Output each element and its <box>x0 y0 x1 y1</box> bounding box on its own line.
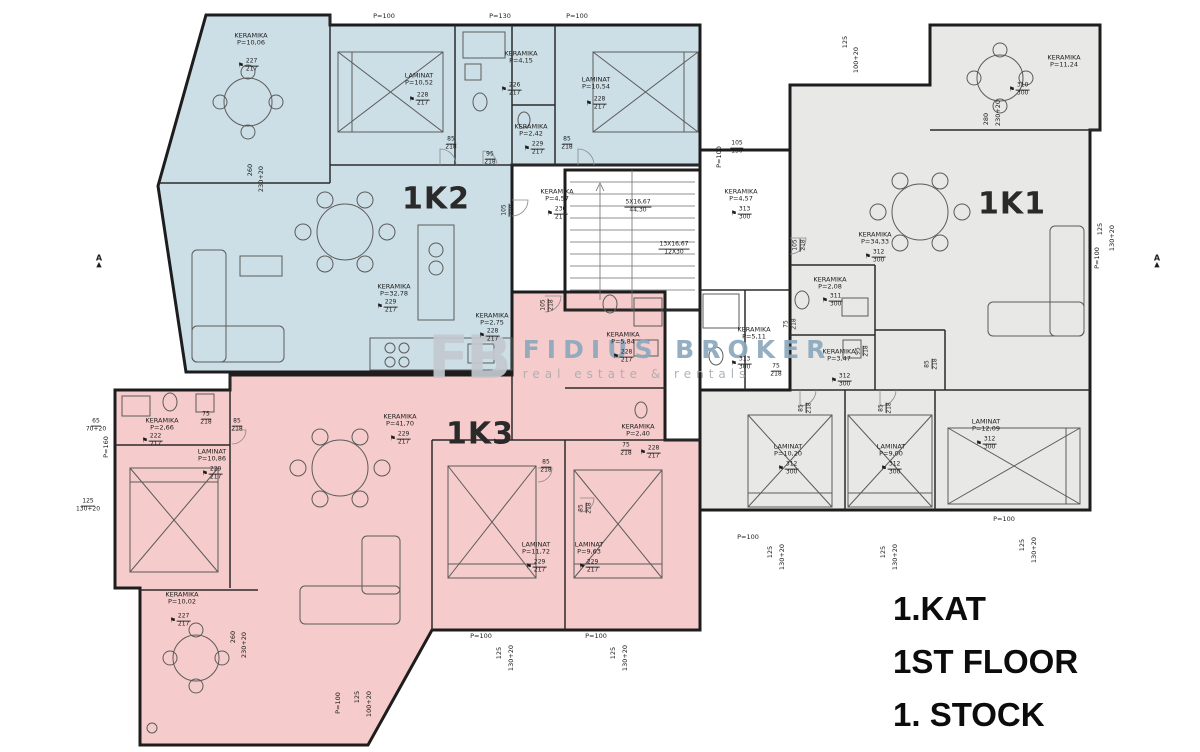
watermark-text: FIDIUS BROKER real estate & rentals <box>523 335 833 381</box>
apartment-1k1-zone <box>700 25 1100 510</box>
watermark-name: FIDIUS BROKER <box>522 335 833 364</box>
door-swings <box>231 148 897 513</box>
fidius-broker-logo: FB <box>428 323 512 393</box>
floor-title-kat: 1.KAT <box>893 590 986 627</box>
furniture-1k2 <box>191 31 699 371</box>
floor-title-floor: 1ST FLOOR <box>893 642 1079 680</box>
furniture-1k1 <box>702 42 1085 508</box>
watermark-tagline: real estate & rentals <box>522 367 751 381</box>
apartment-1k3-zone <box>115 292 700 745</box>
apartment-zones <box>115 15 1100 745</box>
apartment-1k2-zone <box>158 15 700 372</box>
stair-direction-arrow <box>595 182 605 300</box>
floor-title-stock: 1. STOCK <box>893 695 1045 733</box>
floor-title: 1.KAT 1ST FLOOR 1. STOCK <box>893 583 1078 741</box>
stairwell-walls <box>563 168 702 312</box>
interior-walls <box>115 15 1100 630</box>
watermark: FB FIDIUS BROKER real estate & rentals <box>428 328 832 388</box>
staircase <box>570 170 695 310</box>
furniture-1k3 <box>121 294 663 734</box>
